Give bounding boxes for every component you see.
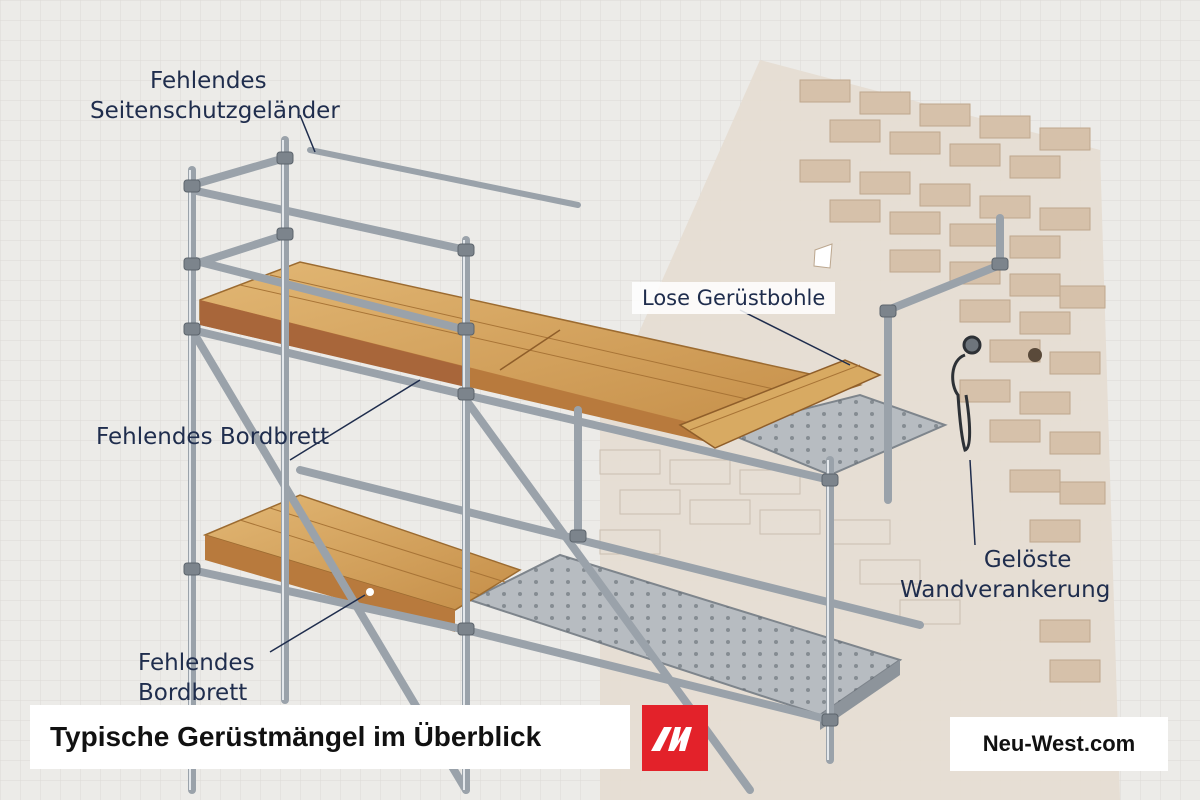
label-loose-plank: Lose Gerüstbohle [632, 282, 835, 314]
brand-logo-icon [642, 705, 708, 771]
label-guardrail: Fehlendes Seitenschutzgeländer [150, 66, 340, 126]
label-toeboard-bottom-line1: Fehlendes [138, 648, 255, 678]
page-title: Typische Gerüstmängel im Überblick [50, 721, 541, 753]
leader-dot-bottom [366, 588, 374, 596]
label-anchor: Gelöste Wandverankerung [945, 545, 1110, 605]
title-banner: Typische Gerüstmängel im Überblick [30, 705, 630, 769]
site-badge: Neu-West.com [950, 717, 1168, 771]
brand-logo [642, 705, 708, 771]
site-url: Neu-West.com [983, 731, 1135, 757]
label-guardrail-line1: Fehlendes [150, 66, 340, 96]
label-anchor-line2: Wandverankerung [900, 575, 1110, 605]
label-guardrail-line2: Seitenschutzgeländer [90, 96, 340, 126]
label-toeboard-bottom-line2: Bordbrett [138, 678, 255, 708]
label-anchor-line1: Gelöste [945, 545, 1110, 575]
label-toeboard-bottom: Fehlendes Bordbrett [138, 648, 255, 708]
label-toeboard-top: Fehlendes Bordbrett [96, 422, 329, 452]
